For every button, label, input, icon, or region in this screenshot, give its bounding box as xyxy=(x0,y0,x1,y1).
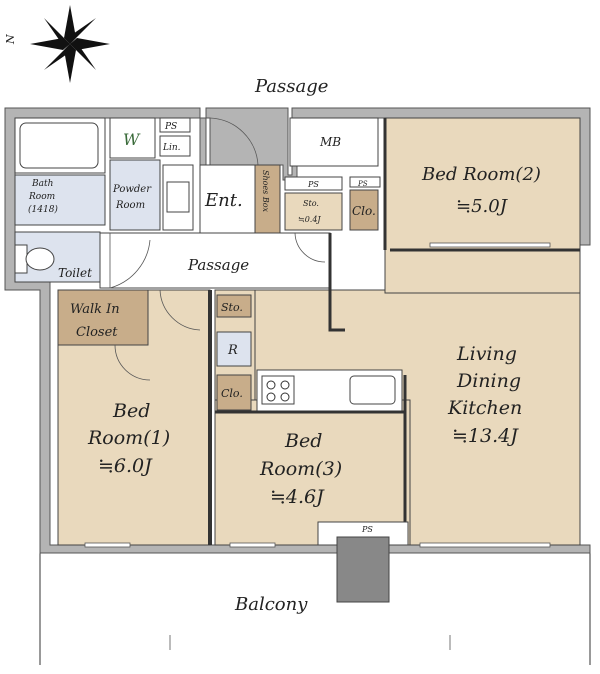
walk-in-closet xyxy=(57,289,149,346)
ps-label: PS xyxy=(357,180,368,188)
outdoor-unit xyxy=(336,536,390,603)
powder-room xyxy=(109,159,161,231)
bedroom1-label: Bed xyxy=(112,400,150,422)
shoes-box xyxy=(254,164,281,234)
walk-in-label: Walk In xyxy=(70,302,120,317)
entrance-label: Ent. xyxy=(204,190,243,211)
bedroom3-label: Bed xyxy=(284,430,322,452)
washer-space xyxy=(109,117,156,159)
bedroom1-label: Room(1) xyxy=(87,427,170,449)
north-label: N xyxy=(4,34,17,45)
walk-in-label: Closet xyxy=(76,325,118,340)
bath-label: Bath xyxy=(31,179,53,189)
bedroom3-label: Room(3) xyxy=(259,458,342,480)
powder-label: Room xyxy=(115,200,145,211)
ldk-size: ≒13.4J xyxy=(452,425,519,447)
closet-label: Clo. xyxy=(352,204,376,218)
bedroom2-label: Bed Room(2) xyxy=(421,164,541,185)
storage-size: ≒0.4J xyxy=(298,215,321,224)
closet-bed2 xyxy=(349,189,379,231)
bedroom2-size: ≒5.0J xyxy=(456,196,509,217)
ps-label: PS xyxy=(307,180,319,189)
storage-label: Sto. xyxy=(303,199,319,208)
balcony: Balcony xyxy=(39,552,591,665)
kitchen-sink-icon xyxy=(349,375,396,405)
bedroom3-size: ≒4.6J xyxy=(270,486,325,508)
passage-label: Passage xyxy=(187,256,249,274)
compass-rose-icon: N xyxy=(4,5,110,83)
washer-label: W xyxy=(123,130,141,149)
entry-door-swing xyxy=(209,117,259,166)
windows xyxy=(84,242,551,548)
ldk-label: Kitchen xyxy=(447,397,522,419)
ldk-label: Dining xyxy=(456,370,521,392)
storage-hall xyxy=(216,294,252,318)
fridge-space xyxy=(216,331,252,367)
closet-label: Clo. xyxy=(221,387,243,400)
stove-icon xyxy=(261,375,295,405)
inner-passage xyxy=(99,232,331,289)
bathroom xyxy=(14,174,106,226)
powder-label: Powder xyxy=(112,184,152,195)
bath-label: Room xyxy=(28,192,55,202)
shoes-box-label: Shoes Box xyxy=(261,170,270,213)
mb-space xyxy=(289,117,379,167)
ldk-label: Living xyxy=(456,343,517,365)
linen-label: Lin. xyxy=(162,143,181,153)
passage-top-label: Passage xyxy=(254,76,328,97)
bedroom1-size: ≒6.0J xyxy=(98,455,153,477)
toilet-label: Toilet xyxy=(58,266,92,280)
ps-label: PS xyxy=(164,122,177,132)
sink-icon xyxy=(166,181,190,213)
fridge-label: R xyxy=(227,343,238,358)
bath-label: (1418) xyxy=(28,204,58,215)
bedroom2-floor xyxy=(384,117,581,294)
closet-bed3 xyxy=(216,374,252,411)
balcony-label: Balcony xyxy=(234,594,308,615)
ps-label: PS xyxy=(361,525,373,534)
storage-label: Sto. xyxy=(221,301,243,314)
mb-label: MB xyxy=(319,135,341,149)
bathtub-icon xyxy=(19,122,99,169)
toilet-icon xyxy=(14,244,28,274)
storage-small xyxy=(284,192,343,231)
